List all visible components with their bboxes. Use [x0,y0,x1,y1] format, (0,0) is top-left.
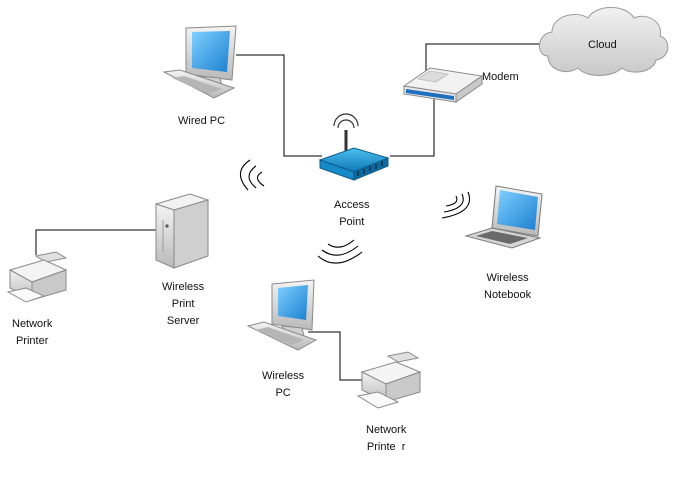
modem-icon [402,67,484,103]
signal-arcs-notebook [441,191,470,219]
link-ap-modem [390,98,435,157]
modem-label: Modem [482,69,519,86]
wireless-print-server-label: Wireless Print Server [162,279,204,330]
print-server-label-line1: Wireless [162,281,205,293]
signal-arcs-wireless-pc [317,239,363,264]
connection-lines [35,43,543,381]
wired-pc-icon [162,25,237,99]
network-printer-bottom-label: Network Printe r [366,422,406,456]
network-printer-left-label-line2: Printer [15,335,49,347]
wireless-pc-icon [246,279,318,351]
network-printer-bottom-label-line1: Network [366,424,407,436]
cloud-icon [539,7,669,76]
notebook-label-line2: Notebook [484,289,532,301]
modem-label-text: Modem [482,71,519,83]
access-point-icon [318,113,390,181]
network-printer-bottom-label-line2: Printe r [366,441,406,453]
wireless-print-server-icon [154,193,210,269]
print-server-label-line3: Server [166,315,200,327]
link-modem-cloud [425,43,543,80]
access-point-label-line1: Access [334,199,370,211]
network-printer-left-label-line1: Network [12,318,53,330]
wireless-pc-label-line1: Wireless [262,370,305,382]
wireless-pc-label-line2: PC [275,387,291,399]
network-printer-bottom-icon [356,351,422,409]
print-server-label-line2: Print [171,298,195,310]
network-printer-left-icon [6,251,68,303]
link-printserver-printer [35,229,156,255]
access-point-label-line2: Point [339,216,365,228]
wired-pc-label-text: Wired PC [178,115,226,127]
cloud-label-text: Cloud [588,39,617,51]
wireless-notebook-icon [464,185,543,249]
link-wirelesspc-printer [308,331,366,381]
wired-pc-label: Wired PC [178,113,225,130]
network-printer-left-label: Network Printer [12,316,52,350]
link-wiredpc-ap [236,54,322,157]
cloud-label: Cloud [588,37,617,54]
notebook-label-line1: Wireless [486,272,529,284]
access-point-label: Access Point [334,197,369,231]
wireless-signal-icons [239,159,470,264]
wireless-pc-label: Wireless PC [262,368,304,402]
wireless-notebook-label: Wireless Notebook [484,270,531,304]
signal-arcs-print-server [239,159,265,191]
